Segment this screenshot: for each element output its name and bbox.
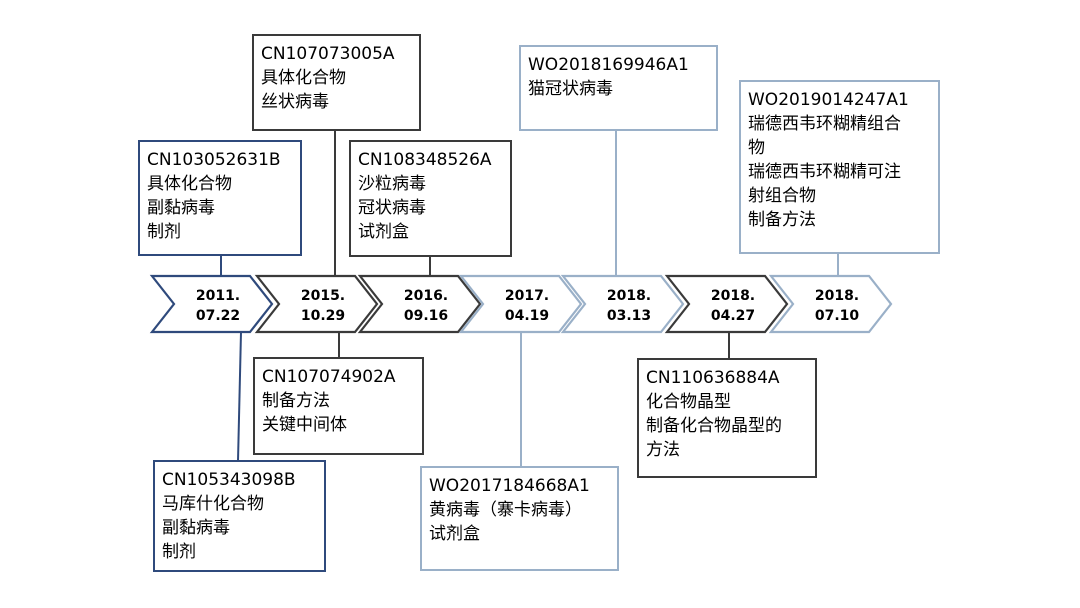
date-day: 10.29 [301, 308, 345, 324]
timeline-date-4: 2018. 03.13 [560, 274, 685, 334]
patent-description: 方法 [646, 440, 680, 460]
patent-boxes: CN103052631B具体化合物副黏病毒制剂CN105343098B马库什化合… [138, 34, 940, 572]
date-day: 04.19 [505, 308, 549, 324]
patent-description: 制备化合物晶型的 [646, 416, 782, 436]
date-year: 2018. [815, 288, 859, 304]
patent-box-border [739, 80, 940, 254]
patent-description: 副黏病毒 [162, 518, 230, 538]
date-year: 2018. [711, 288, 755, 304]
patent-description: 具体化合物 [261, 68, 346, 88]
patent-box-border [138, 140, 302, 256]
patent-description: 丝状病毒 [261, 92, 329, 112]
patent-description: 沙粒病毒 [358, 174, 426, 194]
date-day: 09.16 [404, 308, 448, 324]
patent-description: 黄病毒（寨卡病毒） [429, 500, 582, 520]
patent-number: CN107073005A [261, 44, 395, 64]
timeline-chevron [149, 274, 274, 334]
patent-description: 瑞德西韦环糊精组合 [748, 114, 901, 134]
patent-box-WO2017184668A1: WO2017184668A1 黄病毒（寨卡病毒） 试剂盒 [420, 466, 619, 571]
patent-box-WO2018169946A1: WO2018169946A1 猫冠状病毒 [519, 45, 718, 131]
date-year: 2018. [607, 288, 651, 304]
patent-box-border [420, 466, 619, 571]
patent-description: 副黏病毒 [147, 198, 215, 218]
patent-number: WO2019014247A1 [748, 90, 909, 110]
patent-description: 试剂盒 [429, 524, 480, 544]
timeline-chevron [254, 274, 379, 334]
timeline-date-6: 2018. 07.10 [768, 274, 893, 334]
patent-box-border [637, 358, 817, 478]
patent-number: CN103052631B [147, 150, 281, 170]
timeline-arrow: 2011. 07.22 2015. 10.29 2016. 09.16 2017. 04.19… [149, 274, 893, 334]
patent-number: WO2017184668A1 [429, 476, 590, 496]
date-year: 2015. [301, 288, 345, 304]
date-year: 2016. [404, 288, 448, 304]
timeline-date-5: 2018. 04.27 [664, 274, 789, 334]
timeline-chevron [664, 274, 789, 334]
patent-box-border [153, 460, 326, 572]
patent-description: 马库什化合物 [162, 494, 264, 514]
patent-box-border [253, 357, 424, 455]
date-day: 03.13 [607, 308, 651, 324]
date-day: 04.27 [711, 308, 755, 324]
patent-box-border [349, 140, 512, 257]
patent-description: 制备方法 [262, 391, 330, 411]
timeline-chevron [560, 274, 685, 334]
patent-description: 射组合物 [748, 186, 816, 206]
timeline-date-0: 2011. 07.22 [149, 274, 274, 334]
patent-number: CN110636884A [646, 368, 780, 388]
patent-description: 瑞德西韦环糊精可注 [748, 162, 901, 182]
patent-number: CN108348526A [358, 150, 492, 170]
patent-number: CN107074902A [262, 367, 396, 387]
patent-description: 物 [748, 138, 765, 158]
patent-box-WO2019014247A1: WO2019014247A1 瑞德西韦环糊精组合物瑞德西韦环糊精可注射组合物制备方… [739, 80, 940, 254]
timeline-date-2: 2016. 09.16 [357, 274, 482, 334]
patent-description: 制剂 [147, 222, 181, 242]
patent-description: 制剂 [162, 542, 196, 562]
patent-description: 化合物晶型 [646, 392, 731, 412]
patent-description: 关键中间体 [262, 415, 347, 435]
date-day: 07.22 [196, 308, 240, 324]
patent-box-border [252, 34, 421, 131]
patent-description: 制备方法 [748, 210, 816, 230]
timeline-date-1: 2015. 10.29 [254, 274, 379, 334]
timeline-date-3: 2017. 04.19 [458, 274, 583, 334]
patent-number: CN105343098B [162, 470, 296, 490]
connector-lines [220, 130, 839, 467]
date-year: 2017. [505, 288, 549, 304]
timeline-chevron [768, 274, 893, 334]
timeline-chevron [458, 274, 583, 334]
patent-box-border [519, 45, 718, 131]
timeline-chevron [357, 274, 482, 334]
patent-number: WO2018169946A1 [528, 55, 689, 75]
patent-description: 猫冠状病毒 [528, 79, 613, 99]
date-year: 2011. [196, 288, 240, 304]
connector-line [237, 331, 242, 462]
patent-description: 具体化合物 [147, 174, 232, 194]
patent-description: 试剂盒 [358, 222, 409, 242]
date-day: 07.10 [815, 308, 860, 324]
patent-description: 冠状病毒 [358, 198, 426, 218]
